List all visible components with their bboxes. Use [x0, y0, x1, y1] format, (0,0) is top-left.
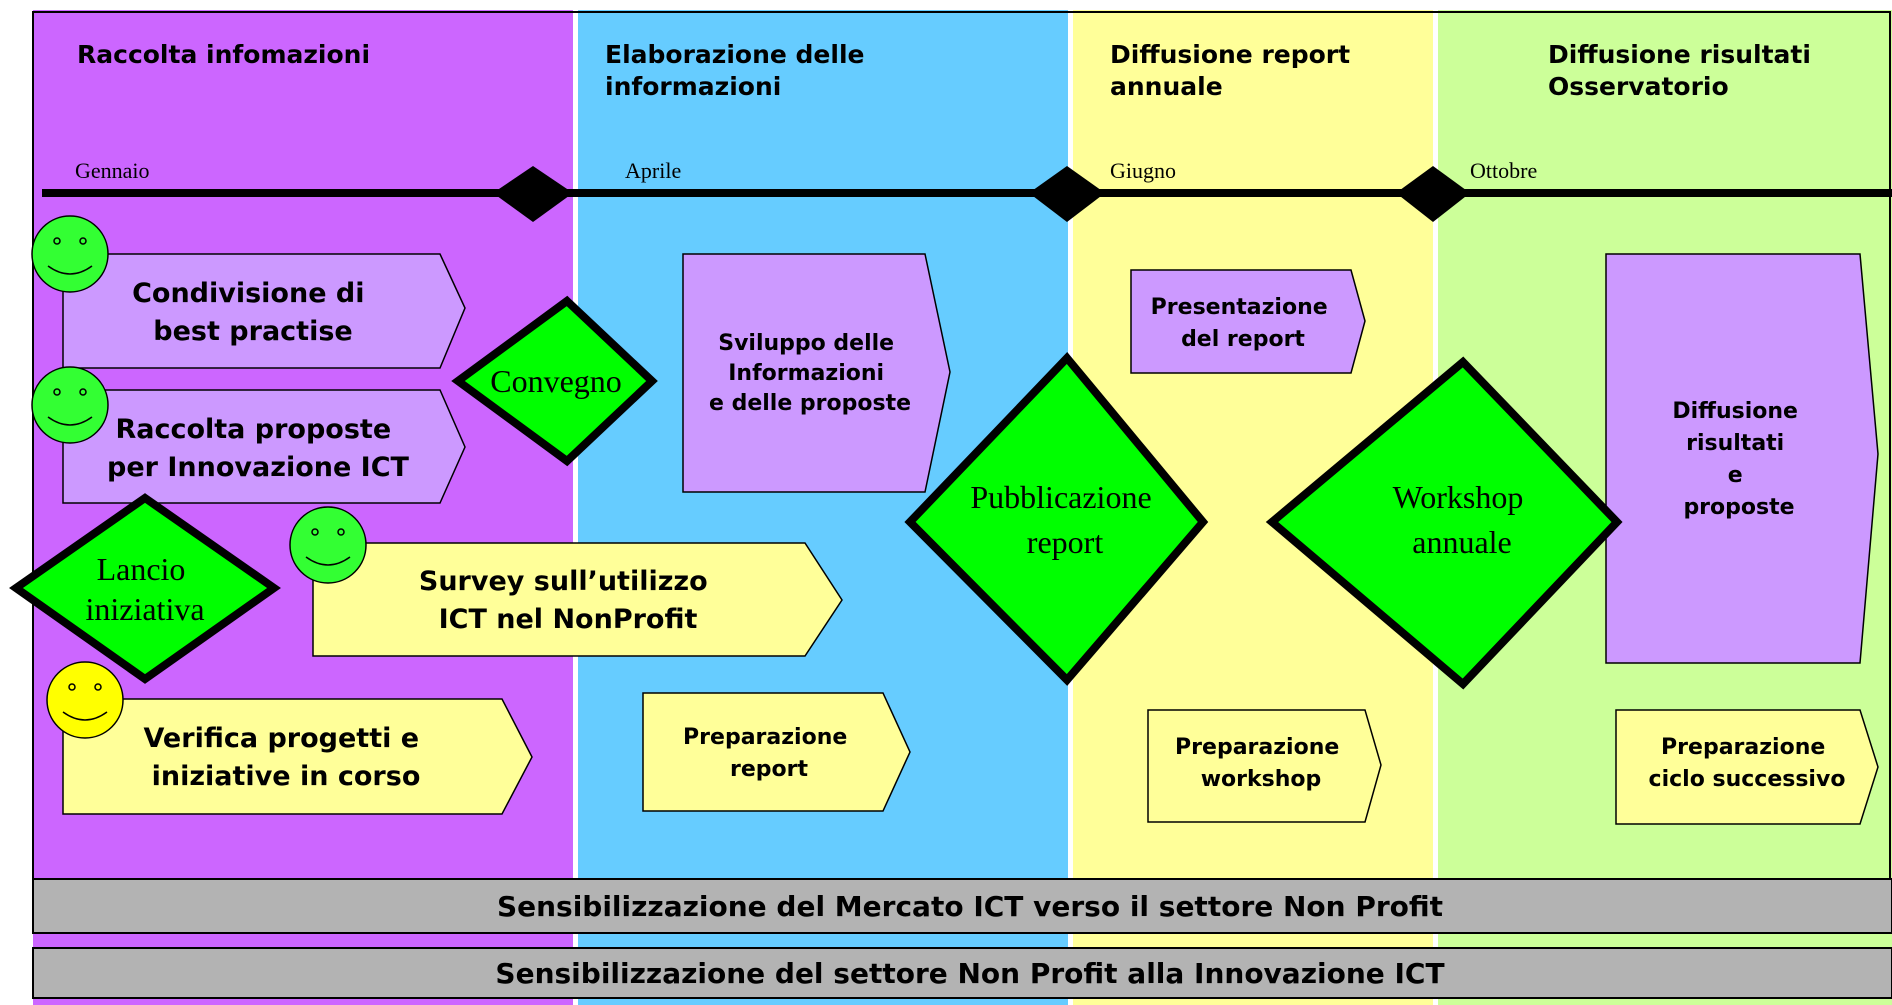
box-condivisione-label: Condivisione di best practise [132, 278, 374, 347]
phase-1-background [33, 10, 573, 1005]
milestone-marker-2 [1029, 166, 1105, 222]
diamond-convegno-label: Convegno [490, 363, 622, 399]
phase-title-4: Diffusione risultati Osservatorio [1548, 40, 1820, 101]
box-diffusione [1605, 253, 1879, 664]
box-raccolta-proposte-label: Raccolta proposte per Innovazione ICT [107, 414, 410, 483]
milestone-marker-1 [493, 166, 573, 222]
box-verifica [62, 698, 533, 815]
band-settore [32, 947, 1892, 999]
box-presentazione-label: Presentazione del report [1151, 295, 1336, 352]
band-settore-label: Sensibilizzazione del settore Non Profit… [495, 957, 1444, 990]
box-prep-ciclo [1615, 709, 1879, 825]
phase-title-3: Diffusione report annuale [1110, 40, 1359, 101]
phase-title-1: Raccolta infomazioni [77, 40, 370, 69]
box-verifica-label: Verifica progetti e iniziative in corso [144, 723, 429, 792]
diamond-lancio [9, 493, 281, 684]
box-prep-workshop [1147, 709, 1382, 823]
box-diffusione-label: Diffusione risultati e proposte [1672, 399, 1805, 520]
smiley-icon [289, 506, 367, 584]
box-condivisione [62, 253, 466, 369]
smiley-icon [46, 661, 124, 739]
box-sviluppo [682, 253, 951, 493]
smiley-icon [31, 215, 109, 293]
box-prep-workshop-label: Preparazione workshop [1175, 735, 1347, 792]
box-sviluppo-label: Sviluppo delle Informazioni e delle prop… [709, 331, 911, 416]
phase-title-2: Elaborazione delle informazioni [605, 40, 873, 101]
smiley-icon [31, 366, 109, 444]
milestone-marker-3 [1396, 166, 1470, 222]
month-label-giugno: Giugno [1110, 158, 1176, 183]
box-survey [312, 542, 843, 657]
diamond-pubblicazione-label: Pubblicazione report [970, 479, 1159, 560]
box-raccolta-proposte [62, 389, 466, 504]
diamond-workshop [1265, 356, 1623, 690]
box-prep-report [642, 692, 911, 812]
month-label-aprile: Aprile [625, 158, 681, 183]
diamond-convegno [451, 295, 658, 467]
box-prep-ciclo-label: Preparazione ciclo successivo [1649, 735, 1846, 792]
box-prep-report-label: Preparazione report [683, 725, 855, 782]
diamond-workshop-label: Workshop annuale [1393, 479, 1532, 560]
diamond-lancio-label: Lancio iniziativa [85, 551, 204, 627]
month-label-gennaio: Gennaio [75, 158, 150, 183]
band-mercato [32, 878, 1892, 934]
diamond-pubblicazione [904, 351, 1209, 686]
band-mercato-label: Sensibilizzazione del Mercato ICT verso … [497, 890, 1443, 923]
month-label-ottobre: Ottobre [1470, 158, 1537, 183]
box-presentazione [1130, 269, 1366, 374]
box-survey-label: Survey sull’utilizzo ICT nel NonProfit [419, 566, 717, 635]
